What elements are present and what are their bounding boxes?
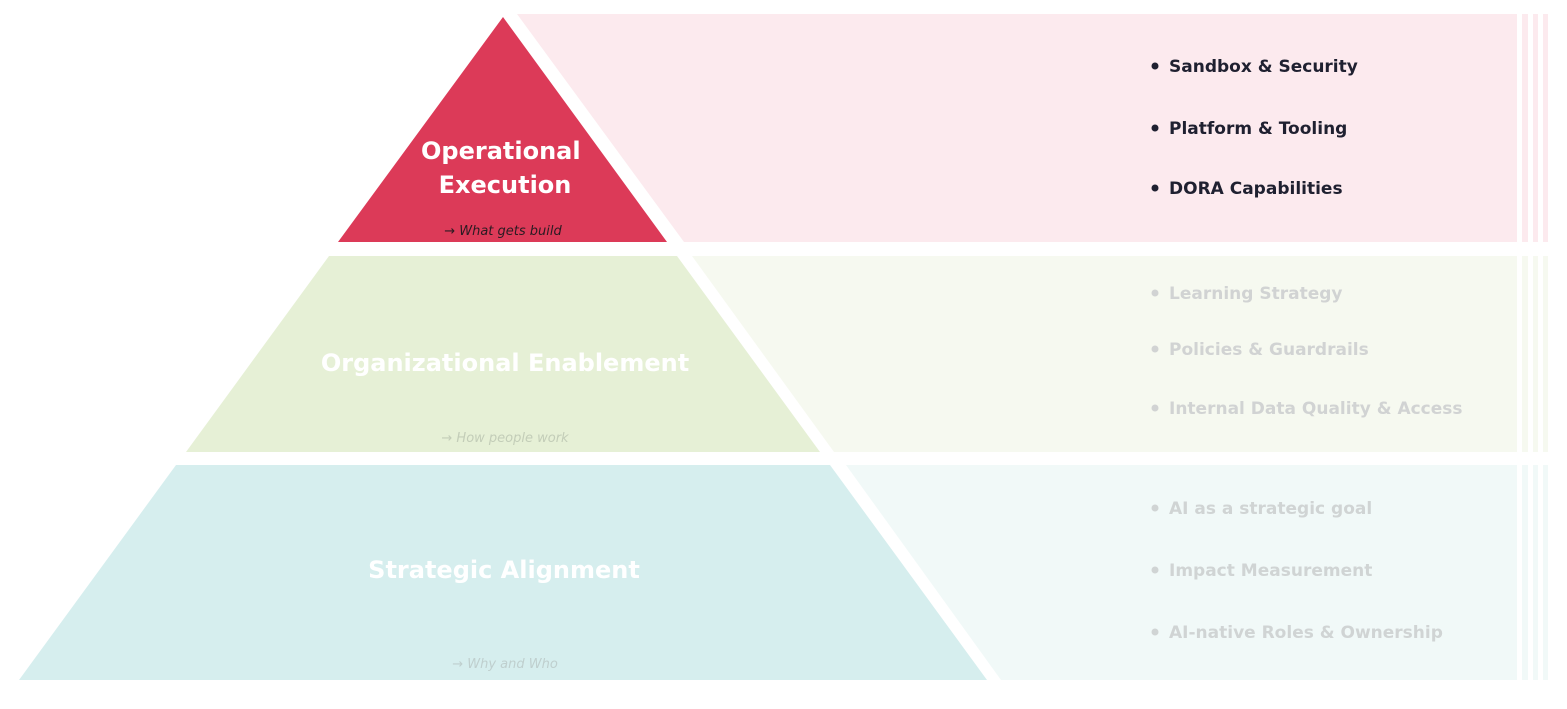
bullet-icon [1151, 404, 1159, 412]
list-item: AI-native Roles & Ownership [1169, 623, 1443, 643]
edge-stripe [1543, 465, 1548, 680]
list-item: Impact Measurement [1169, 561, 1372, 581]
layer-items: AI as a strategic goal Impact Measuremen… [1151, 499, 1443, 643]
edge-stripe [1522, 256, 1528, 452]
layer-items: Sandbox & Security Platform & Tooling DO… [1151, 57, 1358, 199]
layer-title-line: Operational [421, 137, 581, 165]
layer-shape [19, 465, 987, 680]
layer-subtitle: → Why and Who [452, 657, 558, 672]
list-item: Learning Strategy [1169, 284, 1342, 304]
layer-subtitle: → How people work [441, 431, 569, 446]
layer-operational-execution[interactable]: Operational Execution → What gets build … [338, 14, 1517, 242]
layer-title-line: Organizational Enablement [321, 349, 689, 377]
edge-stripes [1522, 14, 1548, 680]
list-item: AI as a strategic goal [1169, 499, 1372, 519]
layer-shape [338, 17, 667, 242]
edge-stripe [1533, 465, 1538, 680]
layer-title-line: Execution [439, 171, 572, 199]
layer-subtitle: → What gets build [444, 224, 562, 239]
list-item: Internal Data Quality & Access [1169, 399, 1463, 419]
layer-band [692, 256, 1517, 452]
layer-title: Operational Execution [421, 137, 589, 199]
list-item: Policies & Guardrails [1169, 340, 1369, 360]
bullet-icon [1151, 566, 1159, 574]
edge-stripe [1533, 14, 1538, 242]
layer-title: Strategic Alignment [368, 556, 640, 584]
layer-items: Learning Strategy Policies & Guardrails … [1151, 284, 1463, 419]
list-item: DORA Capabilities [1169, 179, 1343, 199]
layer-band [517, 14, 1517, 242]
bullet-icon [1151, 62, 1159, 70]
bullet-icon [1151, 504, 1159, 512]
edge-stripe [1522, 465, 1528, 680]
layer-title: Organizational Enablement [321, 349, 689, 377]
edge-stripe [1543, 14, 1548, 242]
edge-stripe [1533, 256, 1538, 452]
bullet-icon [1151, 124, 1159, 132]
layer-strategic-alignment[interactable]: Strategic Alignment → Why and Who AI as … [19, 465, 1517, 680]
layer-organizational-enablement[interactable]: Organizational Enablement → How people w… [186, 256, 1517, 452]
bullet-icon [1151, 345, 1159, 353]
bullet-icon [1151, 184, 1159, 192]
edge-stripe [1522, 14, 1528, 242]
edge-stripe [1543, 256, 1548, 452]
layer-band [846, 465, 1517, 680]
bullet-icon [1151, 628, 1159, 636]
bullet-icon [1151, 289, 1159, 297]
layer-shape [186, 256, 820, 452]
list-item: Platform & Tooling [1169, 119, 1347, 139]
list-item: Sandbox & Security [1169, 57, 1358, 77]
layer-title-line: Strategic Alignment [368, 556, 640, 584]
